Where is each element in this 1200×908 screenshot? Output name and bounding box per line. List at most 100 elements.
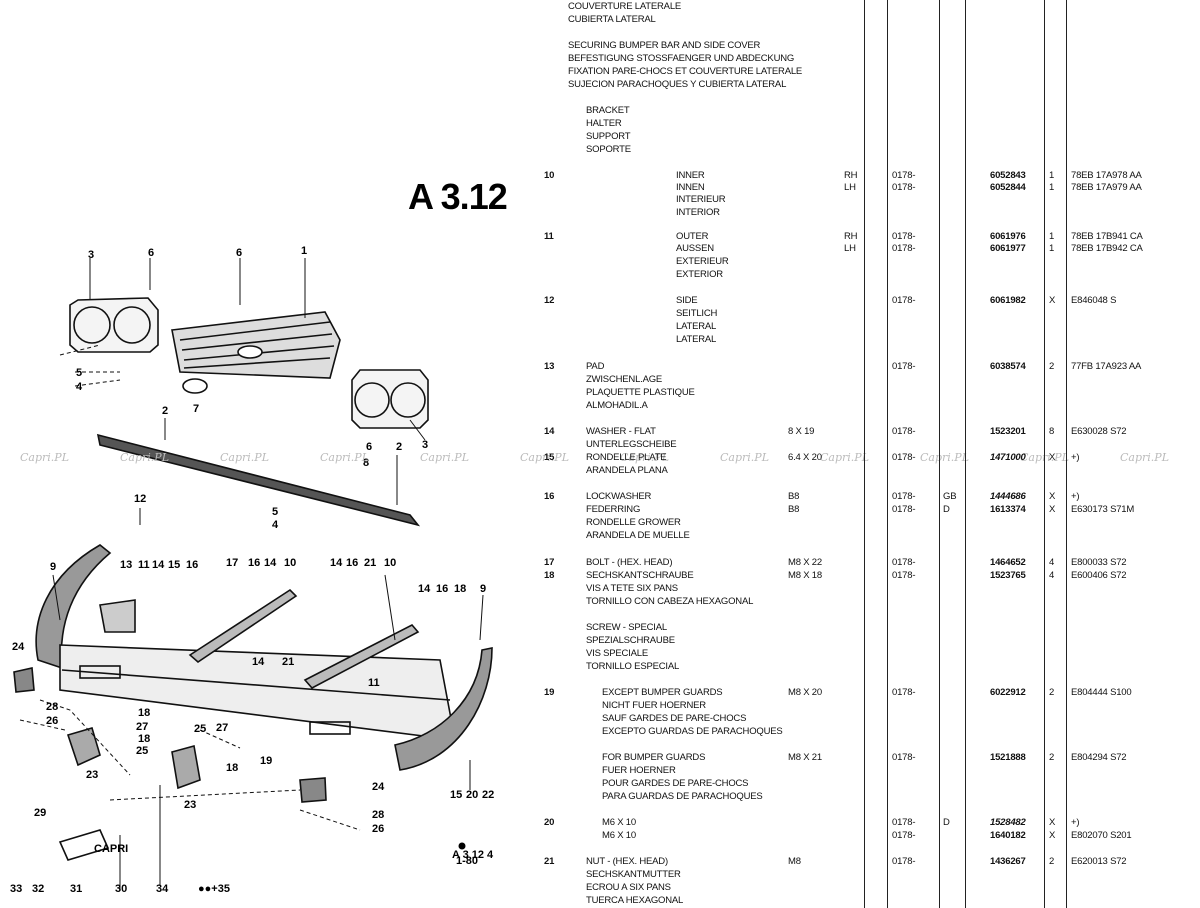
bracket-inner-left [188,588,298,664]
engineering-number: E846048 S [1071,295,1117,306]
description: UNTERLEGSCHEIBE [586,439,677,450]
description: RONDELLE GROWER [586,517,681,528]
section-title: BEFESTIGUNG STOSSFAENGER UND ABDECKUNG [568,53,795,64]
diagram-callout: 14 [252,656,265,668]
diagram-callout: 15 [168,559,180,571]
model-code: 0178- [892,491,916,502]
page-code: A 3.12 [408,176,508,217]
quantity: 4 [1049,557,1055,568]
model-code: 0178- [892,231,916,242]
group-label: SUPPORT [586,131,631,142]
ref-number: 14 [544,426,555,437]
diagram-callout: 18 [138,707,150,719]
size: M8 [788,856,801,867]
model-code: 0178- [892,752,916,763]
diagram-callout: 28 [46,701,58,713]
quantity: X [1049,817,1056,828]
description: NICHT FUER HOERNER [602,700,706,711]
diagram-callout: 25 [136,745,148,757]
group-label: SOPORTE [586,144,631,155]
diagram-callout: 21 [364,557,376,569]
description: OUTER [676,231,709,242]
diagram-callout: 14 [330,557,343,569]
ref-number: 20 [544,817,555,828]
diagram-callout: 32 [32,883,44,895]
description: PARA GUARDAS DE PARACHOQUES [602,791,763,802]
engineering-number: E804444 S100 [1071,687,1132,698]
part-number: 6061977 [990,243,1026,254]
description: VIS A TETE SIX PANS [586,583,678,594]
description: POUR GARDES DE PARE-CHOCS [602,778,749,789]
diagram-callout: 28 [372,809,384,821]
description: PLAQUETTE PLASTIQUE [586,387,695,398]
group-label: SCREW - SPECIAL [586,622,667,633]
quantity: X [1049,504,1056,515]
group-label: VIS SPECIALE [586,648,649,659]
model-code: 0178- [892,557,916,568]
engineering-number: 78EB 17A979 AA [1071,182,1142,193]
diagram-callout: 24 [372,781,385,793]
model-code: 0178- [892,687,916,698]
description: WASHER - FLAT [586,426,656,437]
lower-apron-strip [96,433,421,527]
country-code: D [943,817,950,828]
part-number: 1471000 [990,452,1026,463]
watermark: Capri.PL [120,451,169,464]
diagram-callout: 16 [186,559,198,571]
diagram-callout: 5 [76,367,82,379]
quantity: 1 [1049,231,1055,242]
engineering-number: E804294 S72 [1071,752,1127,763]
country-code: GB [943,491,957,502]
model-code: 0178- [892,504,916,515]
diagram-callout: 11 [368,677,380,689]
quantity: 2 [1049,687,1055,698]
watermark: Capri.PL [20,451,69,464]
description: ARANDELA PLANA [586,465,668,476]
description: TORNILLO CON CABEZA HEXAGONAL [586,596,754,607]
diagram-callout: 4 [76,381,83,393]
ref-number: 12 [544,295,555,306]
diagram-callout: 16 [248,557,260,569]
model-code: 0178- [892,856,916,867]
quantity: 4 [1049,570,1055,581]
column-rule [887,0,888,908]
bumper-guard-right [171,744,201,790]
diagram-callout: 3 [88,249,94,261]
part-number: 1521888 [990,752,1026,763]
part-number: 1613374 [990,504,1026,515]
emblem-text: CAPRI [94,843,128,855]
quantity: X [1049,295,1056,306]
description: LOCKWASHER [586,491,652,502]
section-title: SUJECION PARACHOQUES Y CUBIERTA LATERAL [568,79,787,90]
watermark: Capri.PL [1120,451,1169,464]
header-line: COUVERTURE LATERALE [568,1,682,12]
diagram-callout: 27 [216,722,228,734]
radiator-grille [171,311,341,379]
side: RH [844,231,858,242]
diagram-callout: 10 [384,557,396,569]
ref-number: 21 [544,856,555,867]
diagram-callout: 26 [372,823,384,835]
engineering-number: E620013 S72 [1071,856,1127,867]
diagram-footnote: ●●+35 [198,883,230,895]
description: ARANDELA DE MUELLE [586,530,690,541]
side: LH [844,182,856,193]
diagram-callout: 16 [346,557,358,569]
diagram-callout: 19 [260,755,272,767]
side: LH [844,243,856,254]
group-label: BRACKET [586,105,630,116]
column-rule [939,0,940,908]
part-number: 1436267 [990,856,1026,867]
description: LATERAL [676,321,717,332]
watermark: Capri.PL [420,451,469,464]
size: M8 X 20 [788,687,822,698]
diagram-callout: 5 [272,506,278,518]
diagram-callout: 14 [264,557,277,569]
ref-stamp-2: 1-80 [456,855,478,867]
description: INTERIOR [676,207,720,218]
diagram-callout: 3 [422,439,428,451]
quantity: 2 [1049,752,1055,763]
description: ECROU A SIX PANS [586,882,671,893]
diagram-callout: 21 [282,656,294,668]
diagram-callout: 7 [193,403,199,415]
